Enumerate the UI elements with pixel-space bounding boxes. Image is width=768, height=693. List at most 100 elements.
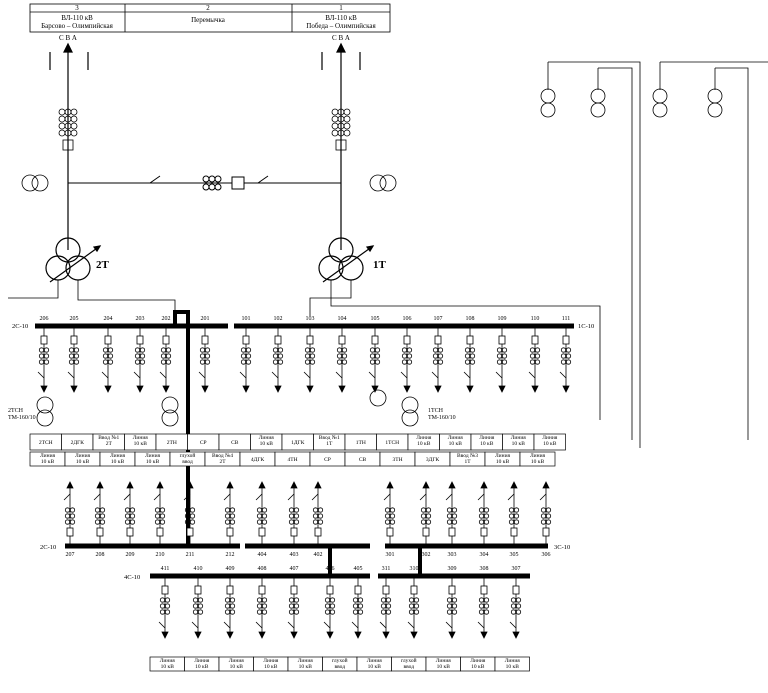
- table-row2-cell-text: Ввод №3: [457, 453, 478, 459]
- table-row1-cell: 1ДГК: [281, 433, 314, 451]
- phase-label-left: С В А: [59, 34, 77, 42]
- voltage-transformer-110-right: [369, 174, 397, 192]
- tsn-1-symbol: [369, 389, 419, 427]
- mid-cell-402: 402: [311, 481, 324, 558]
- table-row1-cell-text: 1ДГК: [291, 440, 305, 446]
- table-row2-cell-text: 10 кВ: [41, 459, 55, 465]
- table-row1-cell-text: СР: [200, 440, 207, 446]
- table-row2-cell-text: 1Т: [464, 459, 471, 465]
- cell-number-label: 108: [466, 316, 475, 322]
- table-bottom-cell-text: глухой: [332, 657, 348, 664]
- lower-cell-309: 309: [445, 566, 458, 639]
- cell-number-label: 210: [156, 552, 165, 558]
- upper-cell-104: 104: [335, 316, 348, 393]
- table-bottom-cell-text: глухой: [401, 657, 417, 664]
- table-row2-cell-text: Линия: [495, 453, 511, 459]
- upper-cell-111: 111: [559, 316, 572, 393]
- header-line-1-subtitle: Победа – Олимпийская: [306, 22, 376, 30]
- cell-number-label: 304: [480, 552, 489, 558]
- table-bottom-cell-text: 10 кВ: [195, 664, 209, 670]
- upper-cell-204: 204: [101, 316, 114, 393]
- table-bottom-cell-text: Линия: [298, 658, 314, 664]
- mid-cell-210: 210: [153, 481, 166, 558]
- table-row1-cell-text: 10 кВ: [480, 441, 494, 447]
- cell-number-label: 305: [510, 552, 519, 558]
- tsn-2-symbol: [36, 396, 179, 427]
- lower-cell-411: 411: [158, 566, 171, 639]
- line-110kv-right: [321, 42, 361, 250]
- table-row2-cell-text: 10 кВ: [496, 459, 510, 465]
- lower-cell-406: 406: [323, 566, 336, 639]
- cell-number-label: 111: [562, 316, 571, 322]
- cell-number-label: 101: [242, 316, 251, 322]
- upper-cell-206: 206: [37, 316, 50, 393]
- cell-number-label: 306: [542, 552, 551, 558]
- table-row2-cell-text: 4ТН: [287, 457, 297, 463]
- table-row2-cell: 4ДГК: [239, 451, 276, 467]
- upper-cell-107: 107: [431, 316, 444, 393]
- cell-number-label: 201: [201, 316, 210, 322]
- bus-label-mid-right: 3С-10: [554, 544, 570, 551]
- table-row1-cell-text: 2ТН: [167, 440, 177, 446]
- cell-number-label: 301: [386, 552, 395, 558]
- mid-cell-304: 304: [477, 481, 490, 558]
- mid-cell-302: 302: [419, 481, 432, 558]
- current-transformers-110-right: [331, 108, 351, 151]
- cell-number-label: 205: [70, 316, 79, 322]
- transformer-1t-symbol: [318, 237, 375, 283]
- table-row2-cell: 3ДГК: [414, 451, 451, 467]
- mid-cell-404: 404: [255, 481, 268, 558]
- table-row1-cell: 2ТСН: [29, 433, 62, 451]
- lower-risers: [328, 546, 422, 576]
- table-row2-cell: 3ТН: [379, 451, 416, 467]
- mid-cell-306: 306: [539, 481, 552, 558]
- table-row1-cell-text: Линия: [448, 435, 464, 441]
- upper-cell-109: 109: [495, 316, 508, 393]
- table-row1-cell-text: Линия: [479, 435, 495, 441]
- table-bottom-cell-text: Линия: [263, 658, 279, 664]
- cell-number-label: 408: [258, 566, 267, 572]
- table-bottom-cell-text: 10 кВ: [230, 664, 244, 670]
- cell-number-label: 206: [40, 316, 49, 322]
- table-row1-cell: СВ: [218, 433, 251, 451]
- mid-cell-207: 207: [63, 481, 76, 558]
- table-row1-cell-text: Линия: [416, 435, 432, 441]
- cell-number-label: 411: [161, 566, 170, 572]
- cell-number-label: 211: [186, 552, 195, 558]
- table-row1-cell-text: 10 кВ: [260, 441, 274, 447]
- table-row1-cell-text: Линия: [133, 435, 149, 441]
- table-row1-cell: 2ДГК: [61, 433, 94, 451]
- table-bottom-cell-text: 10 кВ: [264, 664, 278, 670]
- mid-cell-301: 301: [383, 481, 396, 558]
- table-row2-cell-text: 10 кВ: [76, 459, 90, 465]
- table-row2-cell-text: Линия: [110, 453, 126, 459]
- cell-number-label: 203: [136, 316, 145, 322]
- header-line-3-title: ВЛ-110 кВ: [61, 14, 93, 22]
- upper-cell-201: 201: [198, 316, 211, 393]
- cell-number-label: 208: [96, 552, 105, 558]
- current-transformers-110-left: [58, 108, 78, 151]
- header-table: [29, 3, 391, 33]
- table-bottom-cell-text: Линия: [505, 658, 521, 664]
- line-110kv-left: [49, 42, 89, 250]
- transformer-feeders: [8, 280, 601, 420]
- table-bottom-cell-text: 10 кВ: [299, 664, 313, 670]
- tsn-2-type: ТМ-160/10: [8, 415, 36, 421]
- lower-cell-408: 408: [255, 566, 268, 639]
- header-line-1-title: ВЛ-110 кВ: [325, 14, 357, 22]
- table-row1-cell-text: 10 кВ: [417, 441, 431, 447]
- table-row1-cell: СР: [187, 433, 220, 451]
- cell-number-label: 102: [274, 316, 283, 322]
- table-row2-cell-text: СВ: [359, 457, 367, 463]
- bus-label-lower: 4С-10: [124, 574, 140, 581]
- cell-number-label: 105: [371, 316, 380, 322]
